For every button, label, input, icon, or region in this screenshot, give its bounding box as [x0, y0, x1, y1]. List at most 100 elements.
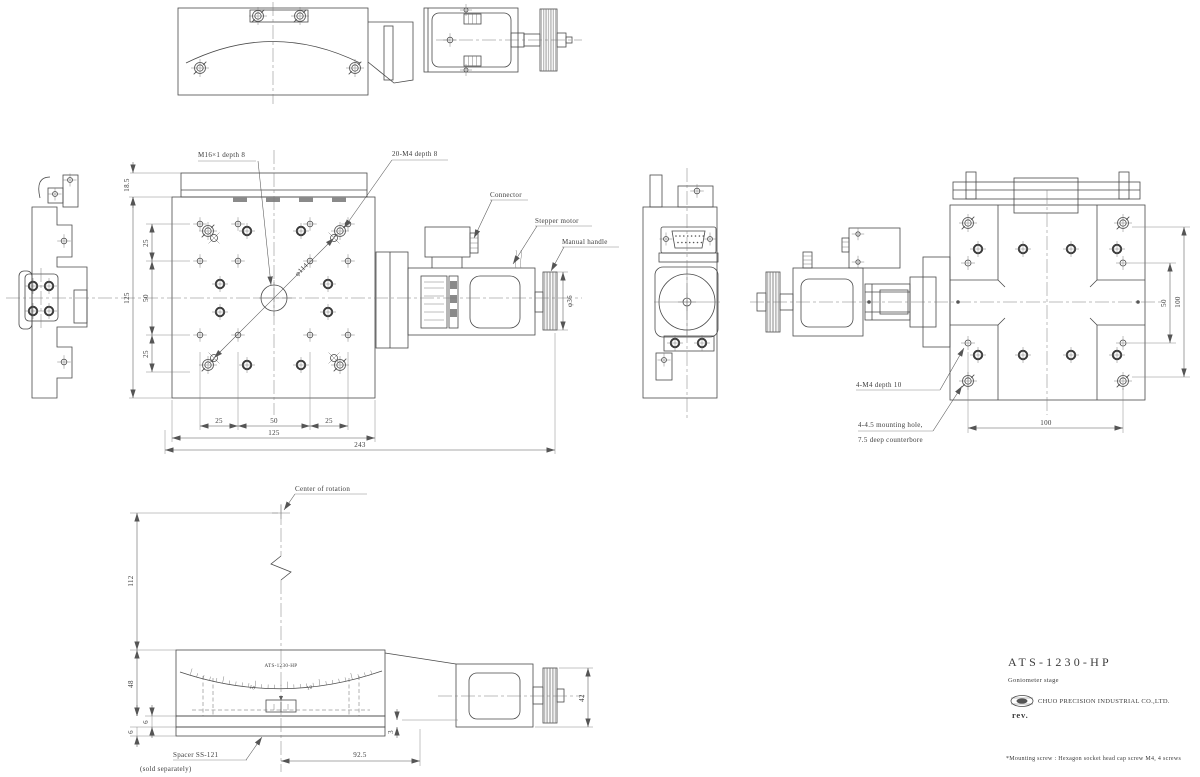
screw-slot	[251, 18, 256, 23]
hole-centerline	[328, 352, 340, 364]
outline	[658, 252, 719, 263]
angled-hole	[210, 354, 218, 362]
detail-fill	[332, 197, 346, 202]
outline-path	[270, 555, 292, 581]
screw-slot	[210, 358, 215, 363]
dim-100-bottom: 100	[1040, 419, 1052, 427]
detail-fill	[450, 281, 457, 289]
connector-pin	[698, 235, 701, 237]
outline	[469, 275, 521, 329]
dim-6-upper: 6	[142, 720, 150, 724]
leader-line	[550, 246, 565, 272]
outline-path	[185, 41, 361, 64]
outline	[542, 667, 558, 724]
screw-slot	[302, 9, 307, 14]
scale-tick	[235, 681, 237, 686]
outline	[1118, 171, 1130, 200]
connector-pin	[688, 241, 691, 244]
label-spacer-1: Spacer SS-121	[173, 751, 219, 759]
hole-centerline	[208, 232, 220, 244]
outline	[383, 25, 394, 81]
scale-tick	[241, 682, 243, 687]
scale-tick	[222, 676, 225, 684]
outline	[1089, 279, 1098, 288]
scale-tick	[228, 680, 230, 685]
dim-dia36: φ36	[566, 295, 574, 307]
screw-slot	[1125, 216, 1130, 221]
handle-end-view	[642, 168, 720, 420]
detail-fill	[233, 197, 247, 202]
title-revision: rev.	[1012, 710, 1029, 720]
leader-line	[939, 347, 965, 391]
connector-pin	[675, 235, 677, 237]
connector-pin	[692, 241, 695, 244]
detail-fill	[450, 295, 457, 303]
outline-path	[520, 249, 522, 269]
outline	[47, 187, 64, 204]
scale-tick	[357, 674, 360, 679]
screw-slot	[202, 61, 207, 66]
outline	[24, 273, 59, 322]
outline	[949, 204, 1146, 401]
detail-fill	[266, 197, 280, 202]
screw-slot	[293, 18, 298, 23]
scale-tick	[350, 672, 353, 680]
outline	[375, 251, 409, 349]
dim-25-left-bottom: 25	[142, 350, 150, 358]
dim-50-bottom: 50	[270, 417, 278, 425]
dim-125-bottom: 125	[268, 429, 280, 437]
label-center-of-rotation: Center of rotation	[295, 485, 350, 493]
outline	[965, 171, 977, 200]
screw-slot	[961, 383, 966, 388]
outline	[1013, 177, 1079, 214]
dim-100-right: 100	[1174, 296, 1182, 308]
company-logo	[1010, 695, 1034, 707]
screw-slot	[201, 233, 206, 238]
connector-pin	[690, 235, 693, 237]
outline	[542, 271, 558, 331]
label-m16-thread: M16×1 depth 8	[198, 151, 245, 159]
connector-pin	[700, 241, 703, 244]
label-spacer-2: (sold separately)	[140, 765, 192, 773]
outline	[424, 226, 471, 258]
elevation-view: Center of rotation Spacer SS-121 (sold s…	[127, 485, 593, 773]
screw-slot	[333, 233, 338, 238]
connector-pin	[685, 241, 687, 244]
outline	[655, 352, 673, 381]
outline	[565, 36, 573, 44]
screw-slot	[1116, 225, 1121, 230]
outline	[841, 237, 850, 253]
outline	[175, 715, 386, 728]
outline	[649, 174, 663, 208]
scale-tick	[202, 674, 205, 679]
connector-pin	[683, 235, 685, 237]
connector-pin	[677, 241, 679, 244]
center-dot	[1136, 300, 1140, 304]
outline-path	[31, 206, 88, 399]
label-mounting-hole-1: 4-4.5 mounting hole,	[858, 421, 923, 429]
dim-3: 3	[387, 730, 395, 734]
outline-path	[384, 652, 457, 665]
dim-6-lower: 6	[127, 730, 135, 734]
leader-line	[932, 385, 963, 432]
title-product-type: Goniometer stage	[1008, 677, 1059, 684]
company-logo	[1016, 698, 1028, 704]
dimension-line	[213, 237, 335, 359]
outline	[420, 275, 448, 329]
title-company: CHUO PRECISION INDUSTRIAL CO.,LTD.	[1038, 698, 1170, 705]
dim-25-left-top: 25	[142, 239, 150, 247]
dim-25-bottom-right: 25	[325, 417, 333, 425]
outline	[1089, 317, 1098, 326]
outline	[800, 278, 854, 328]
scale-tick	[189, 668, 193, 676]
dim-48: 48	[127, 680, 135, 688]
leader-line	[343, 159, 393, 229]
scale-tick	[325, 681, 327, 686]
screw-slot	[357, 61, 362, 66]
scale-tick-label-left: 10	[249, 684, 256, 691]
scale-tick	[364, 672, 366, 677]
label-4-m4: 4-M4 depth 10	[856, 381, 902, 389]
screw-slot	[193, 70, 198, 75]
